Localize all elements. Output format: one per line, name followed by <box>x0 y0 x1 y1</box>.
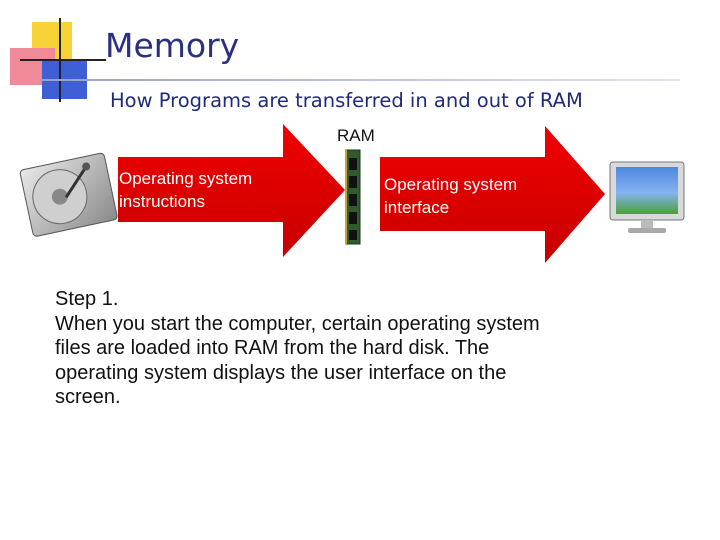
body-line: Step 1. <box>55 288 119 310</box>
slide-title: Memory <box>105 26 240 65</box>
body-text: Step 1. When you start the computer, cer… <box>55 287 675 410</box>
ram-module-icon <box>345 149 361 245</box>
left-arrow-label: Operating system instructions <box>119 167 289 213</box>
left-arrow-label-line: Operating system <box>119 169 253 188</box>
body-line: operating system displays the user inter… <box>55 361 507 384</box>
left-arrow-label-line: instructions <box>119 192 205 211</box>
left-arrow <box>118 124 345 257</box>
body-line: screen. <box>55 386 121 408</box>
hard-disk-icon <box>19 152 118 237</box>
right-arrow-label: Operating system interface <box>384 173 554 219</box>
right-arrow-label-line: interface <box>384 198 450 217</box>
decor-horizontal-line <box>20 59 106 61</box>
body-line: files are loaded into RAM from the hard … <box>55 337 490 359</box>
slide-subtitle: How Programs are transferred in and out … <box>110 89 583 112</box>
ram-label: RAM <box>337 126 375 145</box>
right-arrow <box>380 126 605 263</box>
right-arrow-label-line: Operating system <box>384 175 518 194</box>
title-underline <box>40 79 680 81</box>
body-line: When you start the computer, certain ope… <box>55 312 540 335</box>
monitor-icon <box>609 161 685 233</box>
